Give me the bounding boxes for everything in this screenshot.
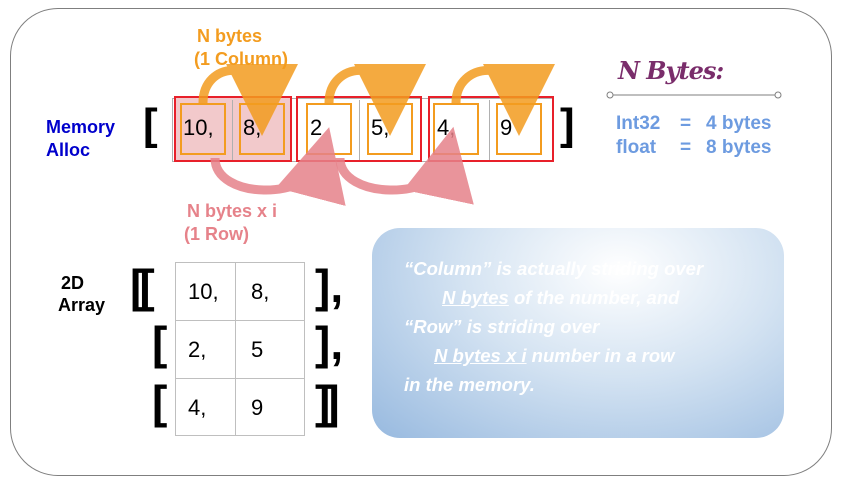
float-size: 8 bytes <box>706 137 772 158</box>
row2-open-bracket: [ <box>152 317 168 369</box>
callout-line4: N bytes x i number in a row <box>434 345 675 367</box>
array-label-line1: 2D <box>61 273 85 293</box>
grid-cell: 8, <box>236 263 304 321</box>
callout-line2-rest: of the number, and <box>508 287 680 308</box>
callout-line4-underlined: N bytes x i <box>434 345 527 366</box>
grid-value: 9 <box>251 395 264 420</box>
column-stride-arrow <box>451 63 555 136</box>
row1-close-bracket: ], <box>315 260 344 312</box>
array-label-line2: Array <box>58 295 106 315</box>
callout-line3: “Row” is striding over <box>404 316 600 337</box>
grid-value: 4, <box>188 395 207 420</box>
row-note-line2: (1 Row) <box>184 224 249 244</box>
grid-value: 8, <box>251 279 270 304</box>
grid-cell: 10, <box>176 263 236 321</box>
row1-open-bracket: [[ <box>130 260 155 312</box>
memory-value-1: 10, <box>183 115 214 140</box>
grid-value: 5 <box>251 337 264 362</box>
grid-cell: 9 <box>236 379 304 435</box>
float-type: float <box>616 137 657 158</box>
callout-line2-underlined: N bytes <box>442 287 509 308</box>
grid-value: 2, <box>188 337 207 362</box>
value-box-1 <box>180 103 226 155</box>
memory-label-line1: Memory <box>46 117 116 137</box>
grid-cell: 4, <box>176 379 236 435</box>
nbytes-title: N Bytes: <box>618 56 724 85</box>
row3-open-bracket: [ <box>152 376 168 428</box>
grid-cell: 5 <box>236 321 304 379</box>
float-equals: = <box>680 137 692 158</box>
row-stride-arrow <box>210 127 346 207</box>
title-underline <box>606 91 782 99</box>
row2-close-bracket: ], <box>315 317 344 369</box>
column-stride-arrow <box>198 63 298 136</box>
callout-line4-rest: number in a row <box>526 345 675 366</box>
column-note-line1: N bytes <box>197 26 263 46</box>
explanation-callout: “Column” is actually striding over N byt… <box>372 228 784 438</box>
memory-close-bracket: ] <box>560 100 575 149</box>
grid-cell: 2, <box>176 321 236 379</box>
int32-size: 4 bytes <box>706 113 772 134</box>
callout-line5: in the memory. <box>404 374 535 395</box>
row-note-line1: N bytes x i <box>187 201 278 221</box>
array-grid: 10, 8, 2, 5 4, 9 <box>175 262 305 436</box>
memory-label-line2: Alloc <box>46 140 91 160</box>
int32-type: Int32 <box>616 113 661 134</box>
int32-equals: = <box>680 113 692 134</box>
column-stride-arrow <box>324 63 426 136</box>
memory-open-bracket: [ <box>143 100 158 149</box>
row3-close-bracket: ]] <box>315 376 340 428</box>
grid-value: 10, <box>188 279 219 304</box>
row-stride-arrow <box>335 126 474 205</box>
callout-line2: N bytes of the number, and <box>442 287 679 309</box>
callout-line1: “Column” is actually striding over <box>404 258 704 279</box>
column-note-line2: (1 Column) <box>194 49 288 69</box>
